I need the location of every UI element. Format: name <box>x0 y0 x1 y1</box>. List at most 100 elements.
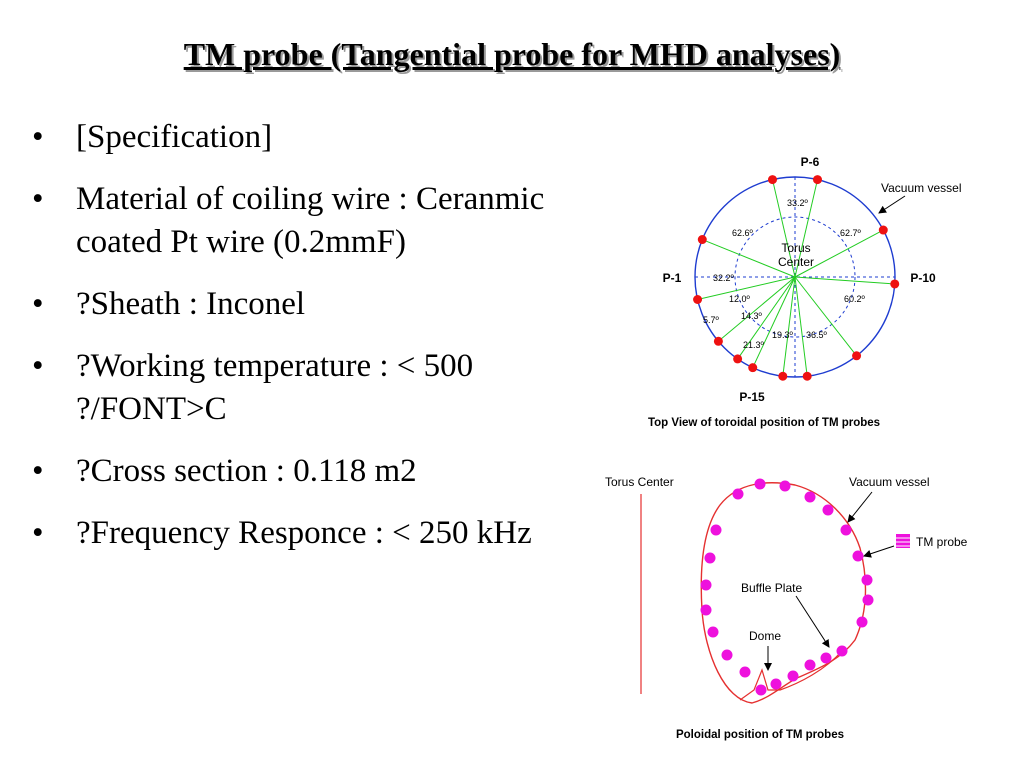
angle-label: 62.6º <box>732 228 754 238</box>
probe-spokes <box>697 179 895 377</box>
dome-label: Dome <box>749 629 781 643</box>
list-item: • ?Cross section : 0.118 m2 <box>28 450 568 493</box>
vessel-label: Vacuum vessel <box>881 181 961 195</box>
poloidal-view-caption: Poloidal position of TM probes <box>676 729 844 741</box>
angle-label: 60.2º <box>844 294 866 304</box>
bullet-icon: • <box>32 181 44 217</box>
tm-probe-dot <box>770 678 782 690</box>
tm-probe-dot <box>778 371 788 381</box>
bullet-icon: • <box>32 348 44 384</box>
spec-cross-section: ?Cross section : 0.118 m2 <box>76 453 417 489</box>
tm-probe-dot <box>804 659 816 671</box>
spec-frequency: ?Frequency Responce : < 250 kHz <box>76 515 532 551</box>
port-label-p1: P-1 <box>663 271 682 285</box>
port-label-p10: P-10 <box>910 271 936 285</box>
vessel-pointer <box>878 195 906 214</box>
probe-spoke <box>697 276 796 300</box>
tm-probe-label: TM probe <box>916 535 968 549</box>
angle-label: 14.3º <box>741 311 763 321</box>
probe-spoke <box>737 276 796 360</box>
probe-spoke <box>794 276 857 357</box>
inner-circle <box>734 216 856 338</box>
port-label-p6: P-6 <box>801 155 820 169</box>
tm-probe-dot <box>700 604 712 616</box>
tm-probe-dot <box>852 550 864 562</box>
tm-probe-dot <box>840 524 852 536</box>
vessel-label: Vacuum vessel <box>849 475 929 489</box>
tm-probe-dot <box>710 524 722 536</box>
probe-spoke <box>718 276 796 342</box>
tm-probe-dot <box>836 645 848 657</box>
tm-probe-dot <box>804 491 816 503</box>
angle-label: 12.0º <box>729 294 751 304</box>
tm-probe-dot <box>856 616 868 628</box>
tm-probe-dot <box>732 488 744 500</box>
tm-probe-dot <box>739 666 751 678</box>
page-title: TM probe (Tangential probe for MHD analy… <box>183 36 841 72</box>
tm-probe-dot <box>820 652 832 664</box>
tm-probe-dot <box>862 594 874 606</box>
top-view-diagram: Torus Center P-6 P-1 P-10 P-15 Vacuum ve… <box>648 155 962 429</box>
tm-probe-dot <box>748 363 758 373</box>
probe-spoke <box>772 179 796 278</box>
probe-spoke <box>794 276 895 285</box>
list-item: • Material of coiling wire : Ceranmic coa… <box>28 178 568 264</box>
bullet-icon: • <box>32 286 44 322</box>
port-label-p15: P-15 <box>739 390 765 404</box>
angle-label: 36.5º <box>806 330 828 340</box>
angle-label: 33.2º <box>787 198 809 208</box>
spec-heading: [Specification] <box>76 119 273 155</box>
tm-probe-dot <box>812 175 822 185</box>
tm-probe-dot <box>754 478 766 490</box>
tm-probe-dot <box>768 175 778 185</box>
spec-material: Material of coiling wire : Ceranmic coat… <box>76 181 545 260</box>
tm-probe-dot <box>707 626 719 638</box>
poloidal-probe-dots <box>700 478 874 696</box>
spec-temperature: ?Working temperature : < 500 ?/FONT>C <box>76 348 474 427</box>
probe-spoke <box>794 229 884 278</box>
probe-spoke <box>702 239 796 278</box>
angle-label: 19.3º <box>772 330 794 340</box>
probe-spoke <box>752 276 796 368</box>
bullet-icon: • <box>32 453 44 489</box>
tm-probe-dot <box>755 684 767 696</box>
list-item: • ?Sheath : Inconel <box>28 283 568 326</box>
torus-center-label: Torus Center <box>605 475 674 489</box>
tm-probe-dot <box>861 574 873 586</box>
tm-probe-dot <box>852 351 862 361</box>
bullet-icon: • <box>32 515 44 551</box>
buffle-plate-label: Buffle Plate <box>741 581 802 595</box>
torus-center-label: Torus <box>781 241 810 255</box>
poloidal-view-diagram: Torus Center Vacuum vessel TM probe Buff… <box>605 475 968 741</box>
angle-label: 5.7º <box>703 315 720 325</box>
bullet-icon: • <box>32 119 44 155</box>
tm-probe-dot <box>713 336 723 346</box>
list-item: • [Specification] <box>28 116 568 159</box>
buffle-pointer <box>795 595 830 648</box>
tm-probe-dot <box>721 649 733 661</box>
probe-spoke <box>794 276 808 377</box>
dome-outline <box>739 650 843 701</box>
tm-probe-dot <box>822 504 834 516</box>
probe-pointer <box>863 545 895 558</box>
tm-probe-dot <box>802 371 812 381</box>
tm-probe-dot <box>779 480 791 492</box>
vessel-pointer <box>847 491 873 523</box>
torus-center-label: Center <box>778 255 814 269</box>
list-item: • ?Frequency Responce : < 250 kHz <box>28 512 568 555</box>
probe-spoke <box>794 179 818 278</box>
top-view-caption: Top View of toroidal position of TM prob… <box>648 417 880 429</box>
tm-probe-dot <box>878 225 888 235</box>
angle-label: 21.3º <box>743 340 765 350</box>
tm-probe-dot <box>890 279 900 289</box>
angle-label: 32.2º <box>713 273 735 283</box>
tm-probe-dot <box>787 670 799 682</box>
tm-probe-dot <box>693 294 703 304</box>
angle-label: 62.7º <box>840 228 862 238</box>
spec-sheath: ?Sheath : Inconel <box>76 286 306 322</box>
probe-dots <box>693 175 900 381</box>
tm-probe-dot <box>704 552 716 564</box>
list-item: • ?Working temperature : < 500 ?/FONT>C <box>28 345 568 431</box>
probe-spoke <box>782 276 796 377</box>
